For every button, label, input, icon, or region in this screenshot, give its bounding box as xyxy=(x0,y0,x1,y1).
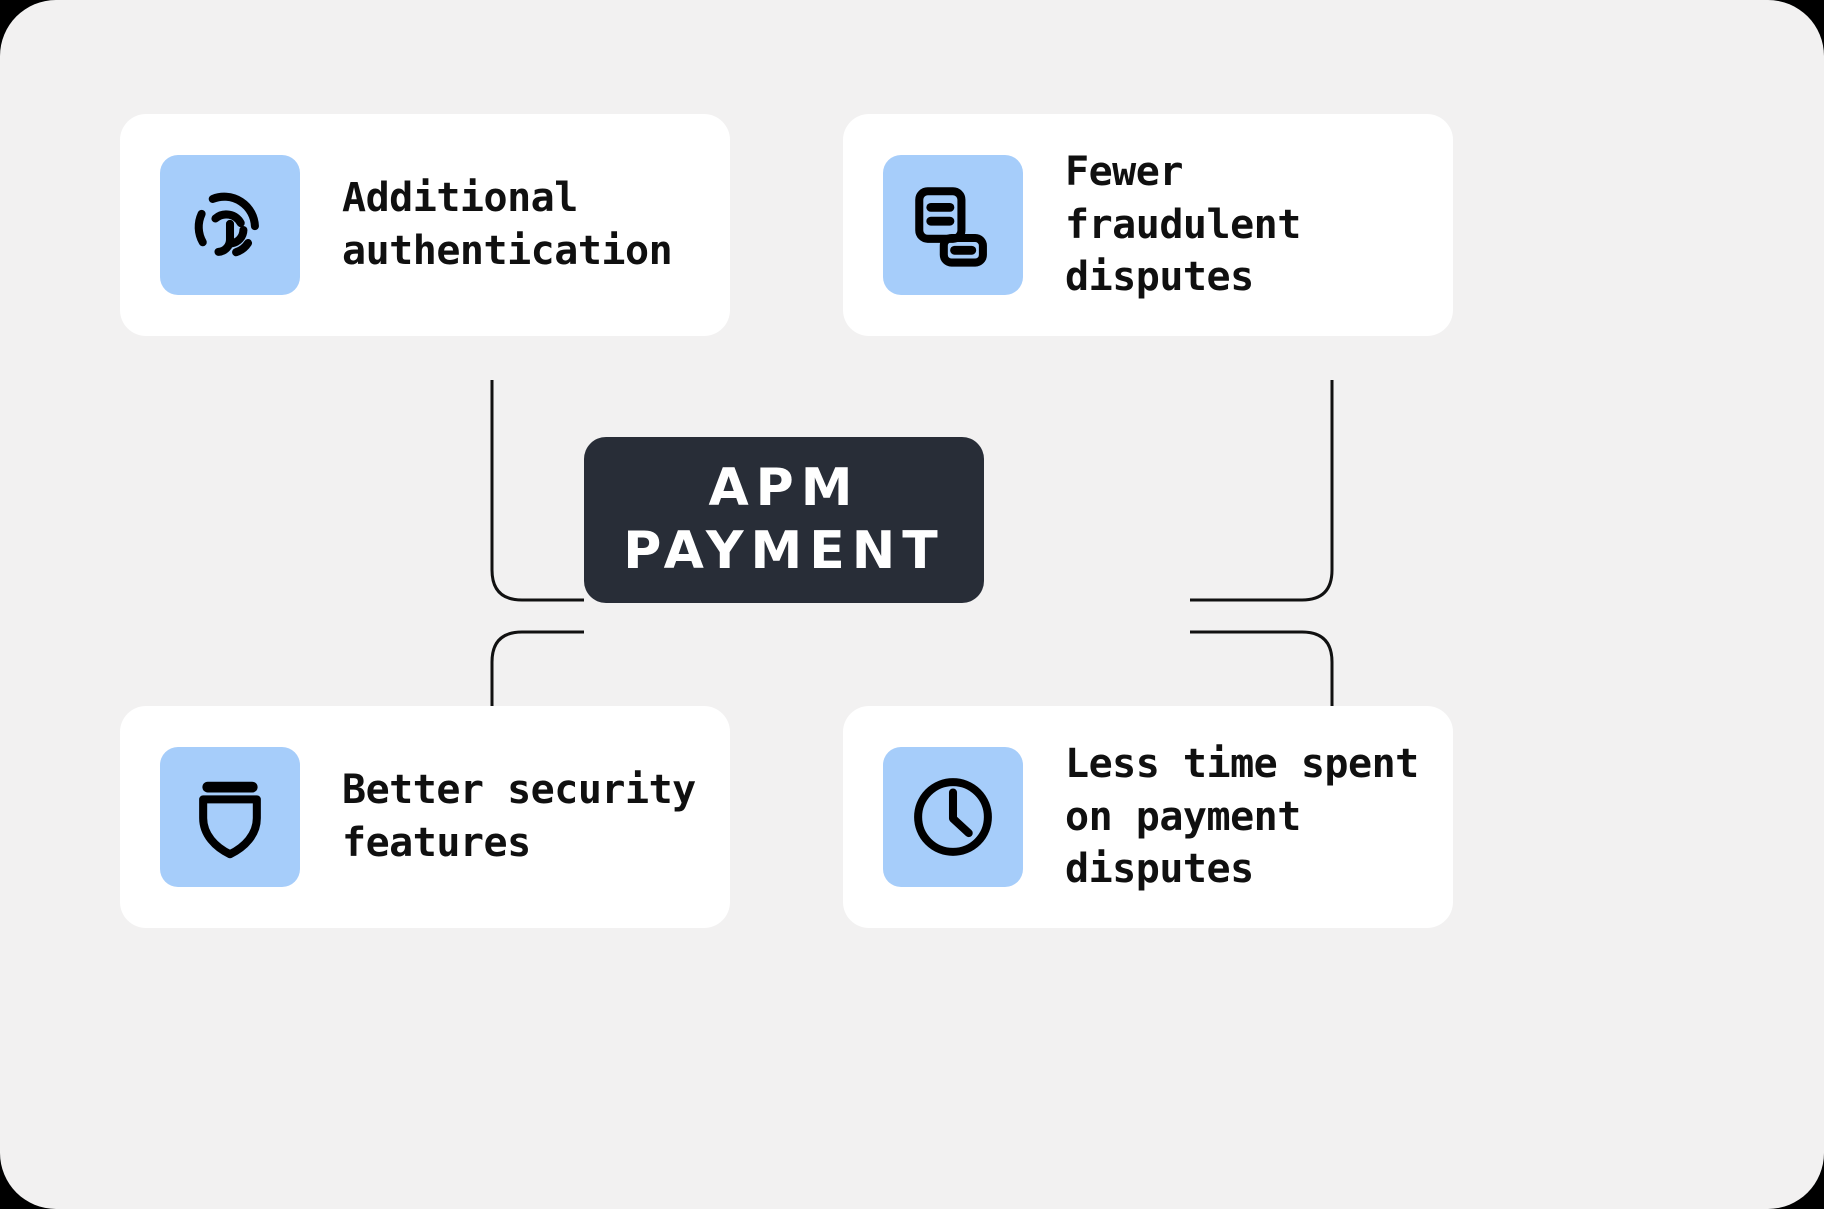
card-additional-authentication[interactable]: Additional authentication xyxy=(120,114,730,336)
center-node-label: APM PAYMENT xyxy=(623,457,945,581)
document-dispute-icon xyxy=(883,155,1023,295)
card-less-time-spent-on-payment-disputes[interactable]: Less time spent on payment disputes xyxy=(843,706,1453,928)
shield-icon xyxy=(160,747,300,887)
clock-icon xyxy=(883,747,1023,887)
card-label: Better security features xyxy=(342,767,696,866)
connector-top-left xyxy=(490,380,584,602)
card-label: Less time spent on payment disputes xyxy=(1065,740,1419,893)
card-label: Additional authentication xyxy=(342,175,673,274)
card-label: Fewer fraudulent disputes xyxy=(1065,148,1301,301)
card-better-security-features[interactable]: Better security features xyxy=(120,706,730,928)
card-fewer-fraudulent-disputes[interactable]: Fewer fraudulent disputes xyxy=(843,114,1453,336)
fingerprint-icon xyxy=(160,155,300,295)
connector-top-right xyxy=(1190,380,1334,602)
center-node-apm-payment[interactable]: APM PAYMENT xyxy=(584,437,984,603)
